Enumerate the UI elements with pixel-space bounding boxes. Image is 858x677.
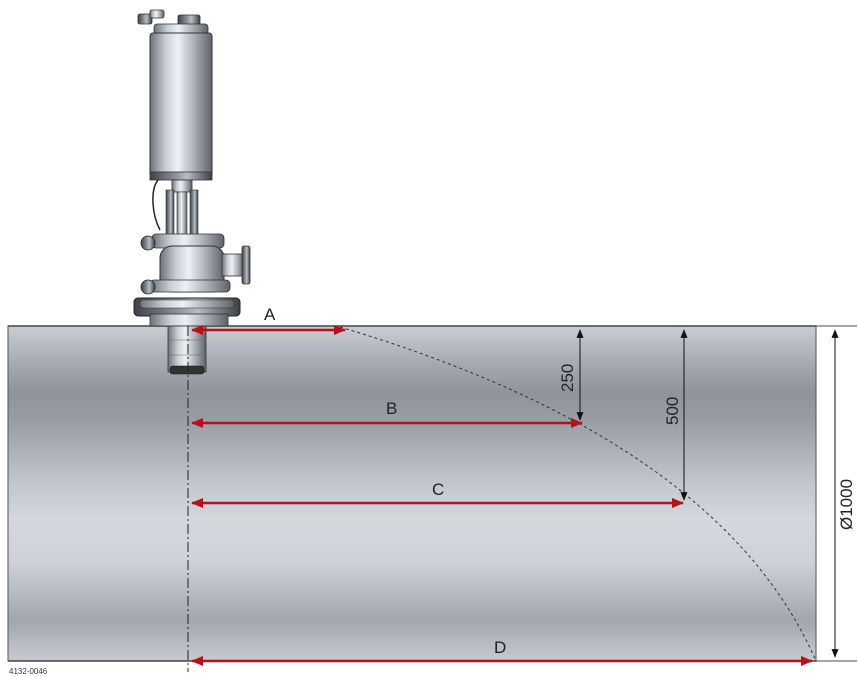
label-depth-250: 250: [558, 364, 577, 392]
label-a: A: [264, 305, 276, 324]
label-d: D: [494, 638, 506, 657]
tank: [7, 325, 817, 662]
label-b: B: [386, 399, 397, 418]
doc-id: 4132-0046: [9, 667, 48, 676]
valve-actuator-icon: [133, 9, 251, 375]
label-c: C: [432, 480, 444, 499]
tank-body: [7, 325, 817, 662]
label-depth-500: 500: [663, 397, 682, 425]
label-diameter: Ø1000: [837, 479, 856, 530]
